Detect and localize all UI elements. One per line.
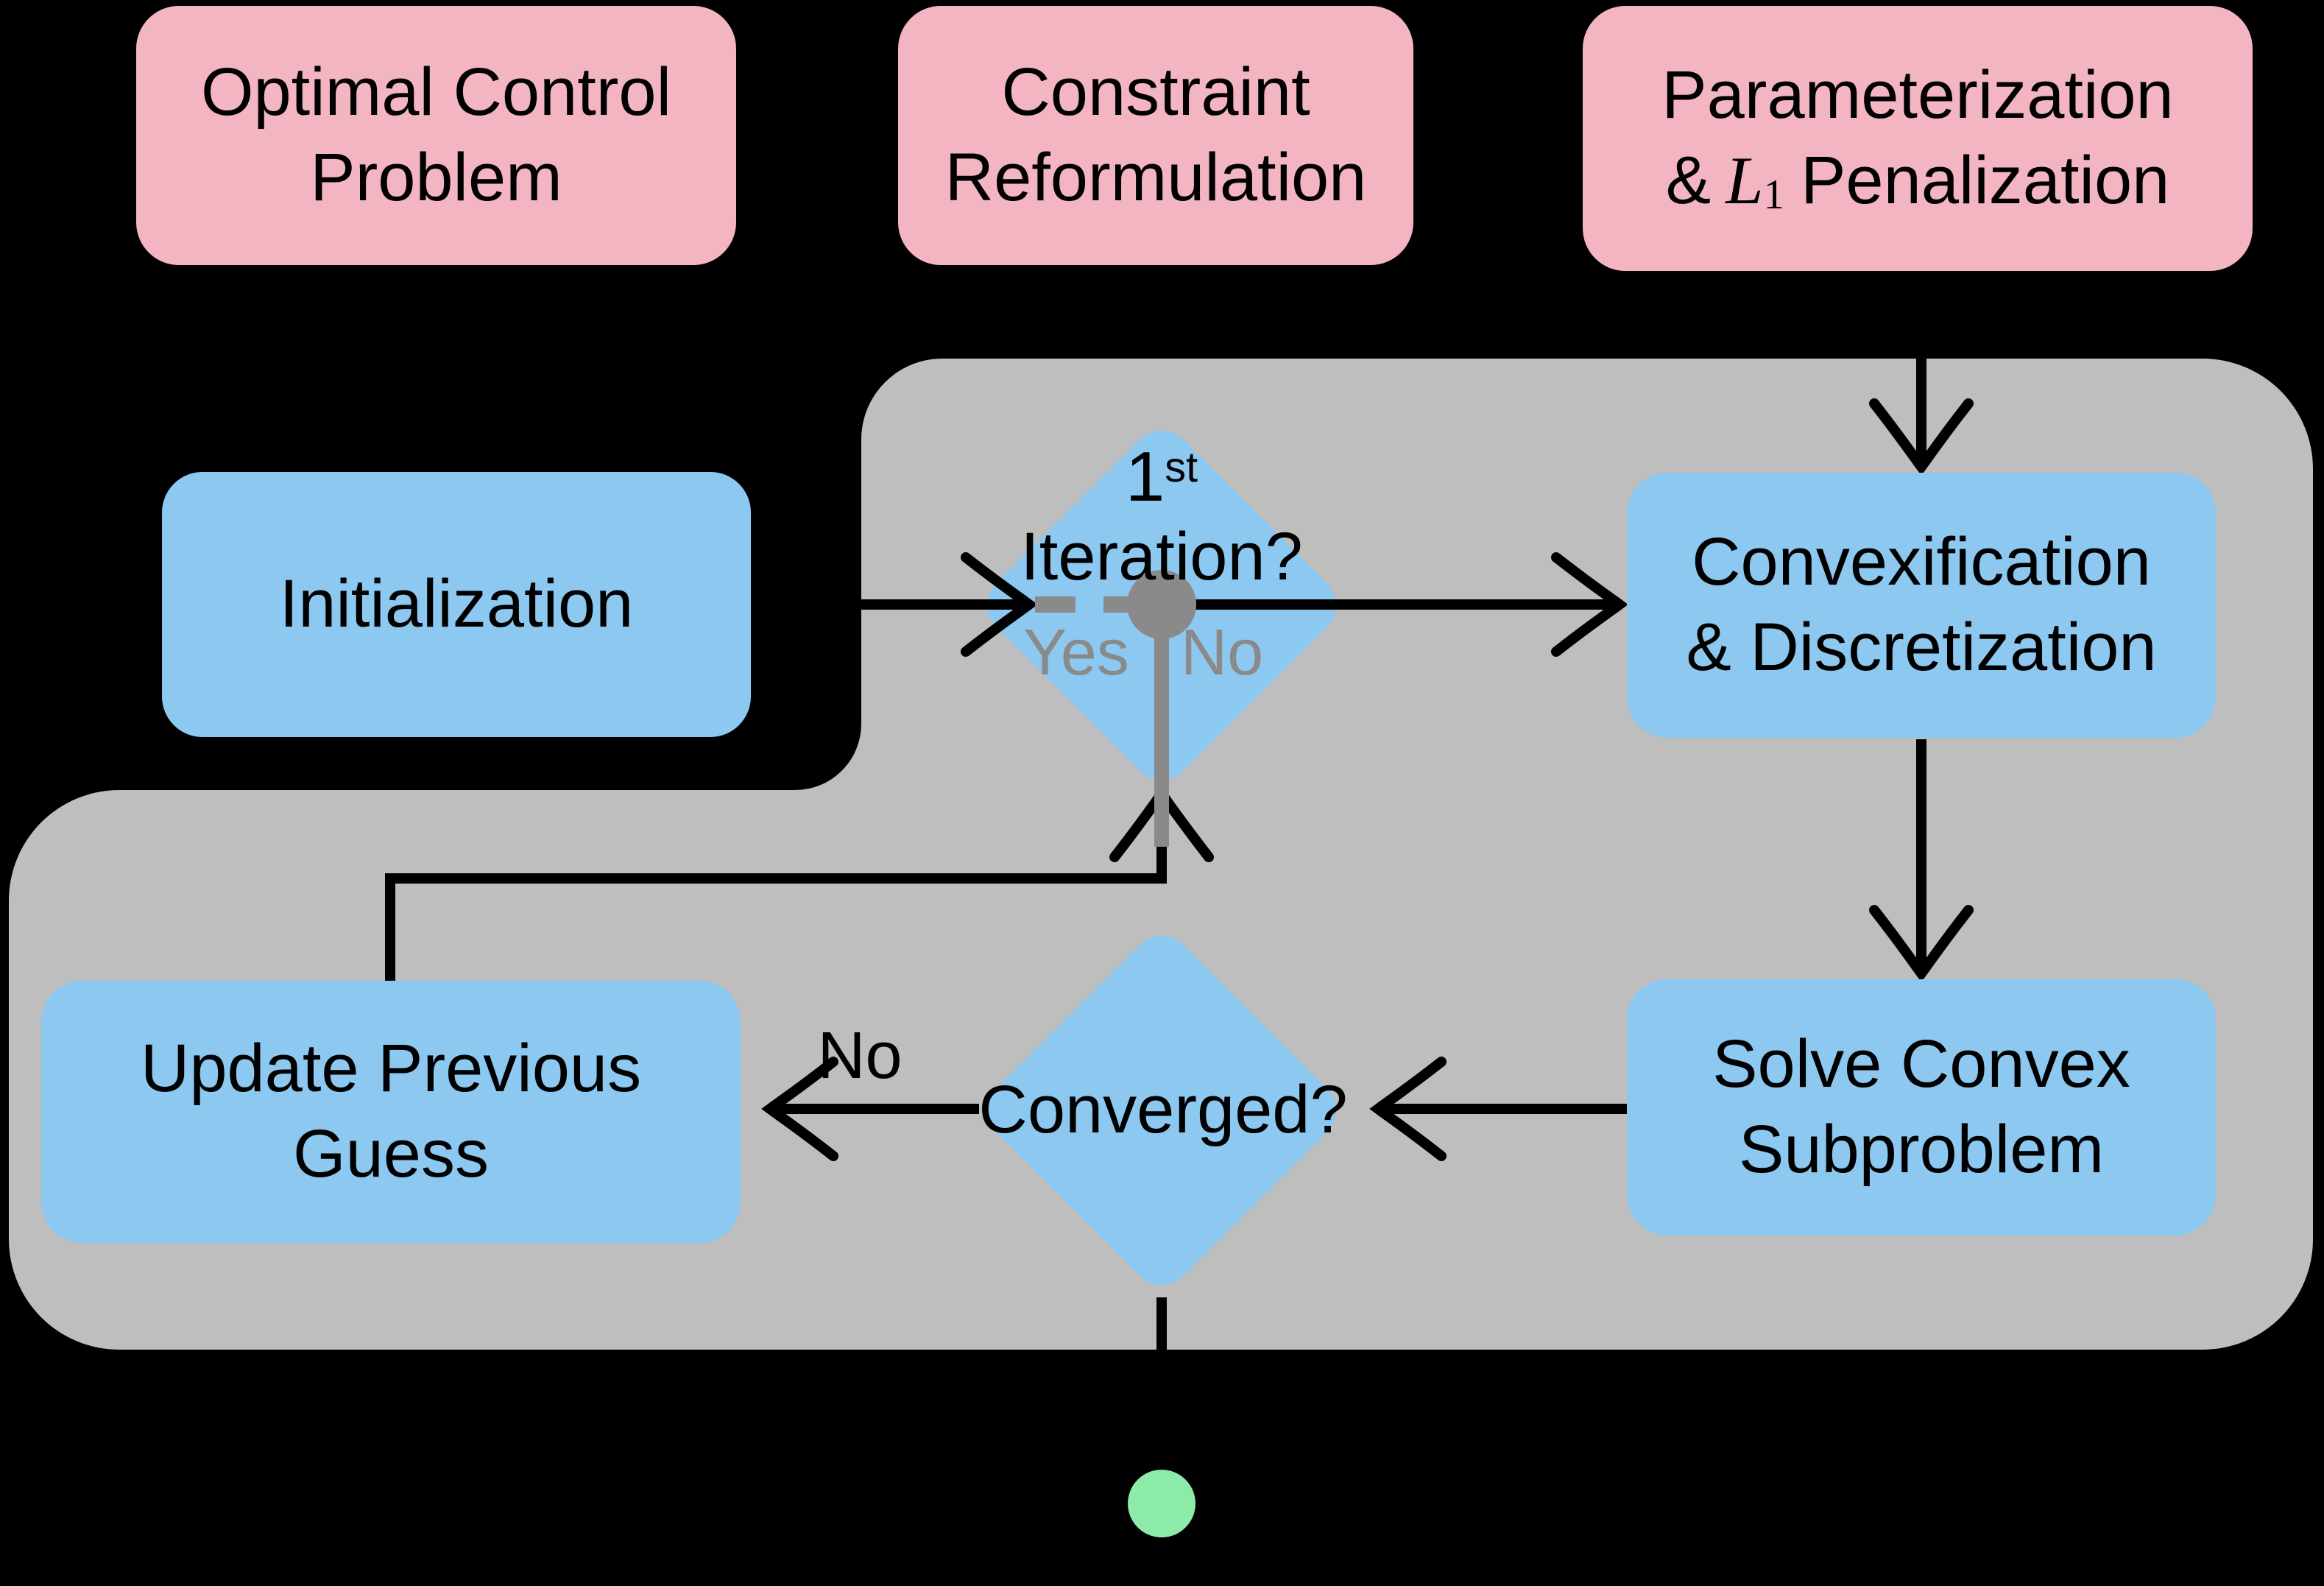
parameterization-penalization-box: Parameterization &L1 Penalization bbox=[1583, 6, 2253, 271]
solve-convex-subproblem-box: Solve Convex Subproblem bbox=[1627, 979, 2216, 1236]
terminal-green-dot bbox=[1128, 1470, 1195, 1537]
solve-convex-line1: Solve Convex bbox=[1712, 1026, 2130, 1102]
no-branch-label: No bbox=[1180, 616, 1264, 688]
initialization-box: Initialization bbox=[162, 472, 751, 737]
first-iteration-question: Iteration? bbox=[1020, 519, 1303, 594]
first-iteration-suffix: st bbox=[1165, 444, 1198, 492]
constraint-reformulation-line2: Reformulation bbox=[944, 140, 1367, 215]
initialization-label: Initialization bbox=[279, 566, 634, 642]
converged-no-label: No bbox=[817, 1019, 903, 1093]
constraint-reformulation-line1: Constraint bbox=[1001, 54, 1310, 130]
first-iteration-ordinal: 1st bbox=[956, 442, 1368, 512]
penalization-text: Penalization bbox=[1801, 143, 2170, 218]
convexification-line1: Convexification bbox=[1692, 524, 2151, 600]
convexification-discretization-box: Convexification & Discretization bbox=[1627, 473, 2216, 738]
l1-norm-subscript: 1 bbox=[1763, 171, 1784, 218]
first-iteration-numeral: 1 bbox=[1125, 437, 1165, 516]
parameterization-line1: Parameterization bbox=[1661, 57, 2174, 133]
optimal-control-line1: Optimal Control bbox=[200, 54, 672, 130]
first-iteration-label: 1st Iteration? bbox=[956, 442, 1368, 591]
l1-norm-symbol: L bbox=[1726, 143, 1764, 218]
constraint-reformulation-box: Constraint Reformulation bbox=[898, 6, 1413, 265]
converged-question-label: Converged? bbox=[978, 1072, 1348, 1147]
update-previous-guess-box: Update Previous Guess bbox=[41, 981, 741, 1243]
update-previous-guess-label: Update Previous Guess bbox=[140, 1031, 642, 1191]
branch-junction-dot bbox=[1127, 570, 1196, 639]
yes-branch-label: Yes bbox=[1023, 616, 1129, 688]
ampersand: & bbox=[1665, 143, 1712, 218]
convexification-line2: & Discretization bbox=[1686, 610, 2157, 685]
optimal-control-problem-box: Optimal Control Problem bbox=[136, 6, 736, 265]
converged-diamond bbox=[986, 935, 1337, 1286]
solve-convex-line2: Subproblem bbox=[1738, 1112, 2105, 1187]
parameterization-line2: &L1 Penalization bbox=[1666, 138, 2170, 224]
optimal-control-line2: Problem bbox=[310, 140, 562, 215]
